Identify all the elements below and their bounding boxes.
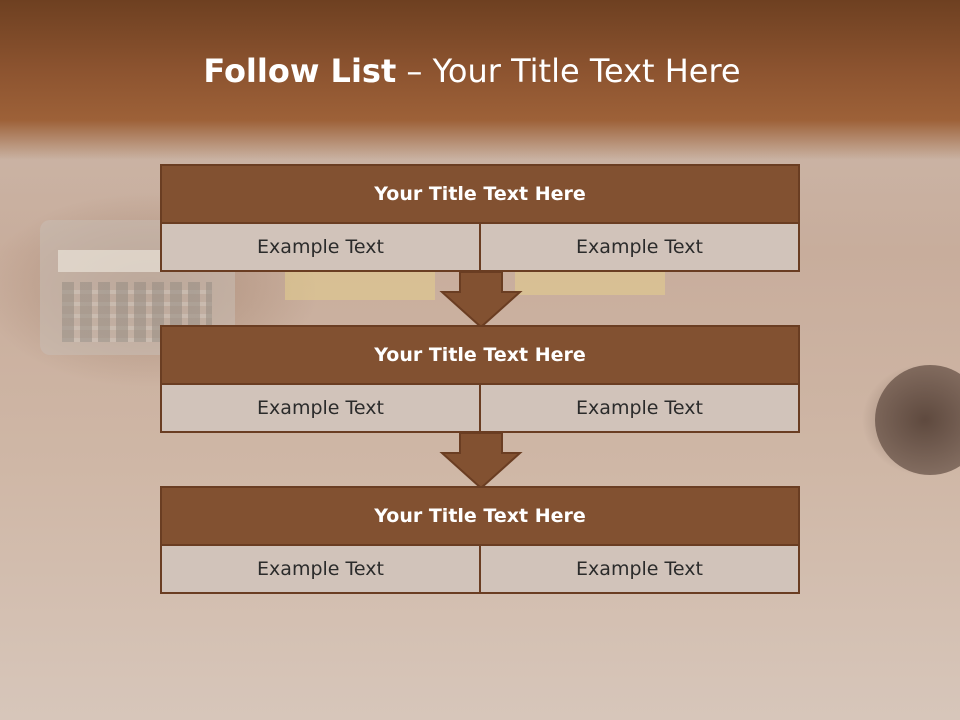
block-title: Your Title Text Here xyxy=(162,166,798,222)
header-band xyxy=(0,0,960,160)
list-block-3: Your Title Text Here Example Text Exampl… xyxy=(160,486,800,594)
down-arrow-icon xyxy=(439,271,523,329)
block-cell-right: Example Text xyxy=(479,385,798,431)
block-cell-right: Example Text xyxy=(479,224,798,270)
calculator-display xyxy=(58,250,178,272)
block-row: Example Text Example Text xyxy=(162,222,798,270)
block-cell-left: Example Text xyxy=(162,224,479,270)
down-arrow-icon xyxy=(439,432,523,490)
list-block-2: Your Title Text Here Example Text Exampl… xyxy=(160,325,800,433)
computer-mouse-image xyxy=(875,365,960,475)
list-block-1: Your Title Text Here Example Text Exampl… xyxy=(160,164,800,272)
title-bold-part: Follow List xyxy=(203,52,397,90)
title-rest-part: – Your Title Text Here xyxy=(396,52,741,90)
block-row: Example Text Example Text xyxy=(162,383,798,431)
slide-title: Follow List – Your Title Text Here xyxy=(0,52,944,90)
block-title: Your Title Text Here xyxy=(162,327,798,383)
block-title: Your Title Text Here xyxy=(162,488,798,544)
block-cell-right: Example Text xyxy=(479,546,798,592)
block-cell-left: Example Text xyxy=(162,546,479,592)
block-cell-left: Example Text xyxy=(162,385,479,431)
block-row: Example Text Example Text xyxy=(162,544,798,592)
